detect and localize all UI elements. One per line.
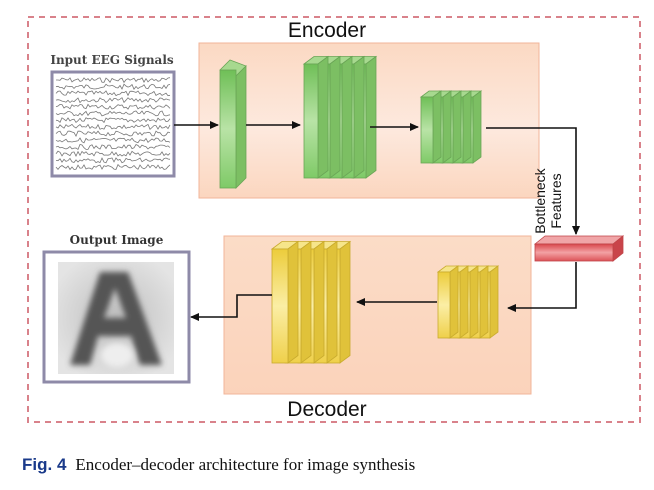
- output-image-label: Output Image: [69, 233, 164, 247]
- figure-label: Fig. 4: [22, 455, 67, 474]
- eeg-trace: [55, 130, 171, 138]
- eeg-trace: [55, 123, 171, 130]
- eeg-trace: [55, 163, 171, 171]
- arrow-conv3-to-bottleneck: [486, 127, 580, 235]
- eeg-trace: [55, 143, 171, 151]
- blurry-letter-a: [70, 272, 162, 367]
- eeg-trace: [55, 90, 171, 97]
- eeg-trace: [55, 103, 171, 110]
- eeg-trace: [55, 83, 171, 90]
- bottleneck-label-line-1: Bottleneck: [532, 168, 548, 234]
- encoder-title: Encoder: [287, 19, 367, 42]
- decoder-title: Decoder: [287, 398, 367, 421]
- input-eeg-box: [50, 70, 176, 178]
- output-image-box: [42, 250, 191, 384]
- bottleneck-label: Bottleneck Features: [532, 141, 564, 261]
- eeg-trace: [55, 137, 171, 144]
- bottleneck-label-line-2: Features: [548, 173, 564, 229]
- eeg-trace: [55, 97, 171, 104]
- encoder-conv-block-1: [219, 59, 247, 189]
- eeg-trace: [55, 110, 171, 117]
- arrow-bottleneck-to-decoder: [507, 262, 577, 312]
- outer-dashed-frame: [27, 16, 641, 423]
- arrow-decoder-to-output: [190, 294, 272, 321]
- eeg-trace: [55, 150, 171, 158]
- bottleneck-block: [533, 235, 625, 262]
- input-eeg-label: Input EEG Signals: [50, 53, 174, 67]
- eeg-trace: [55, 117, 171, 124]
- figure-caption: Fig. 4 Encoder–decoder architecture for i…: [22, 455, 415, 475]
- encoder-conv-block-2: [302, 55, 378, 179]
- decoder-conv-block-1: [270, 240, 352, 364]
- caption-text: Encoder–decoder architecture for image s…: [75, 455, 416, 474]
- eeg-trace: [56, 77, 171, 84]
- encoder-conv-block-3: [419, 90, 483, 164]
- decoder-conv-block-2: [436, 265, 500, 339]
- eeg-trace: [55, 157, 171, 164]
